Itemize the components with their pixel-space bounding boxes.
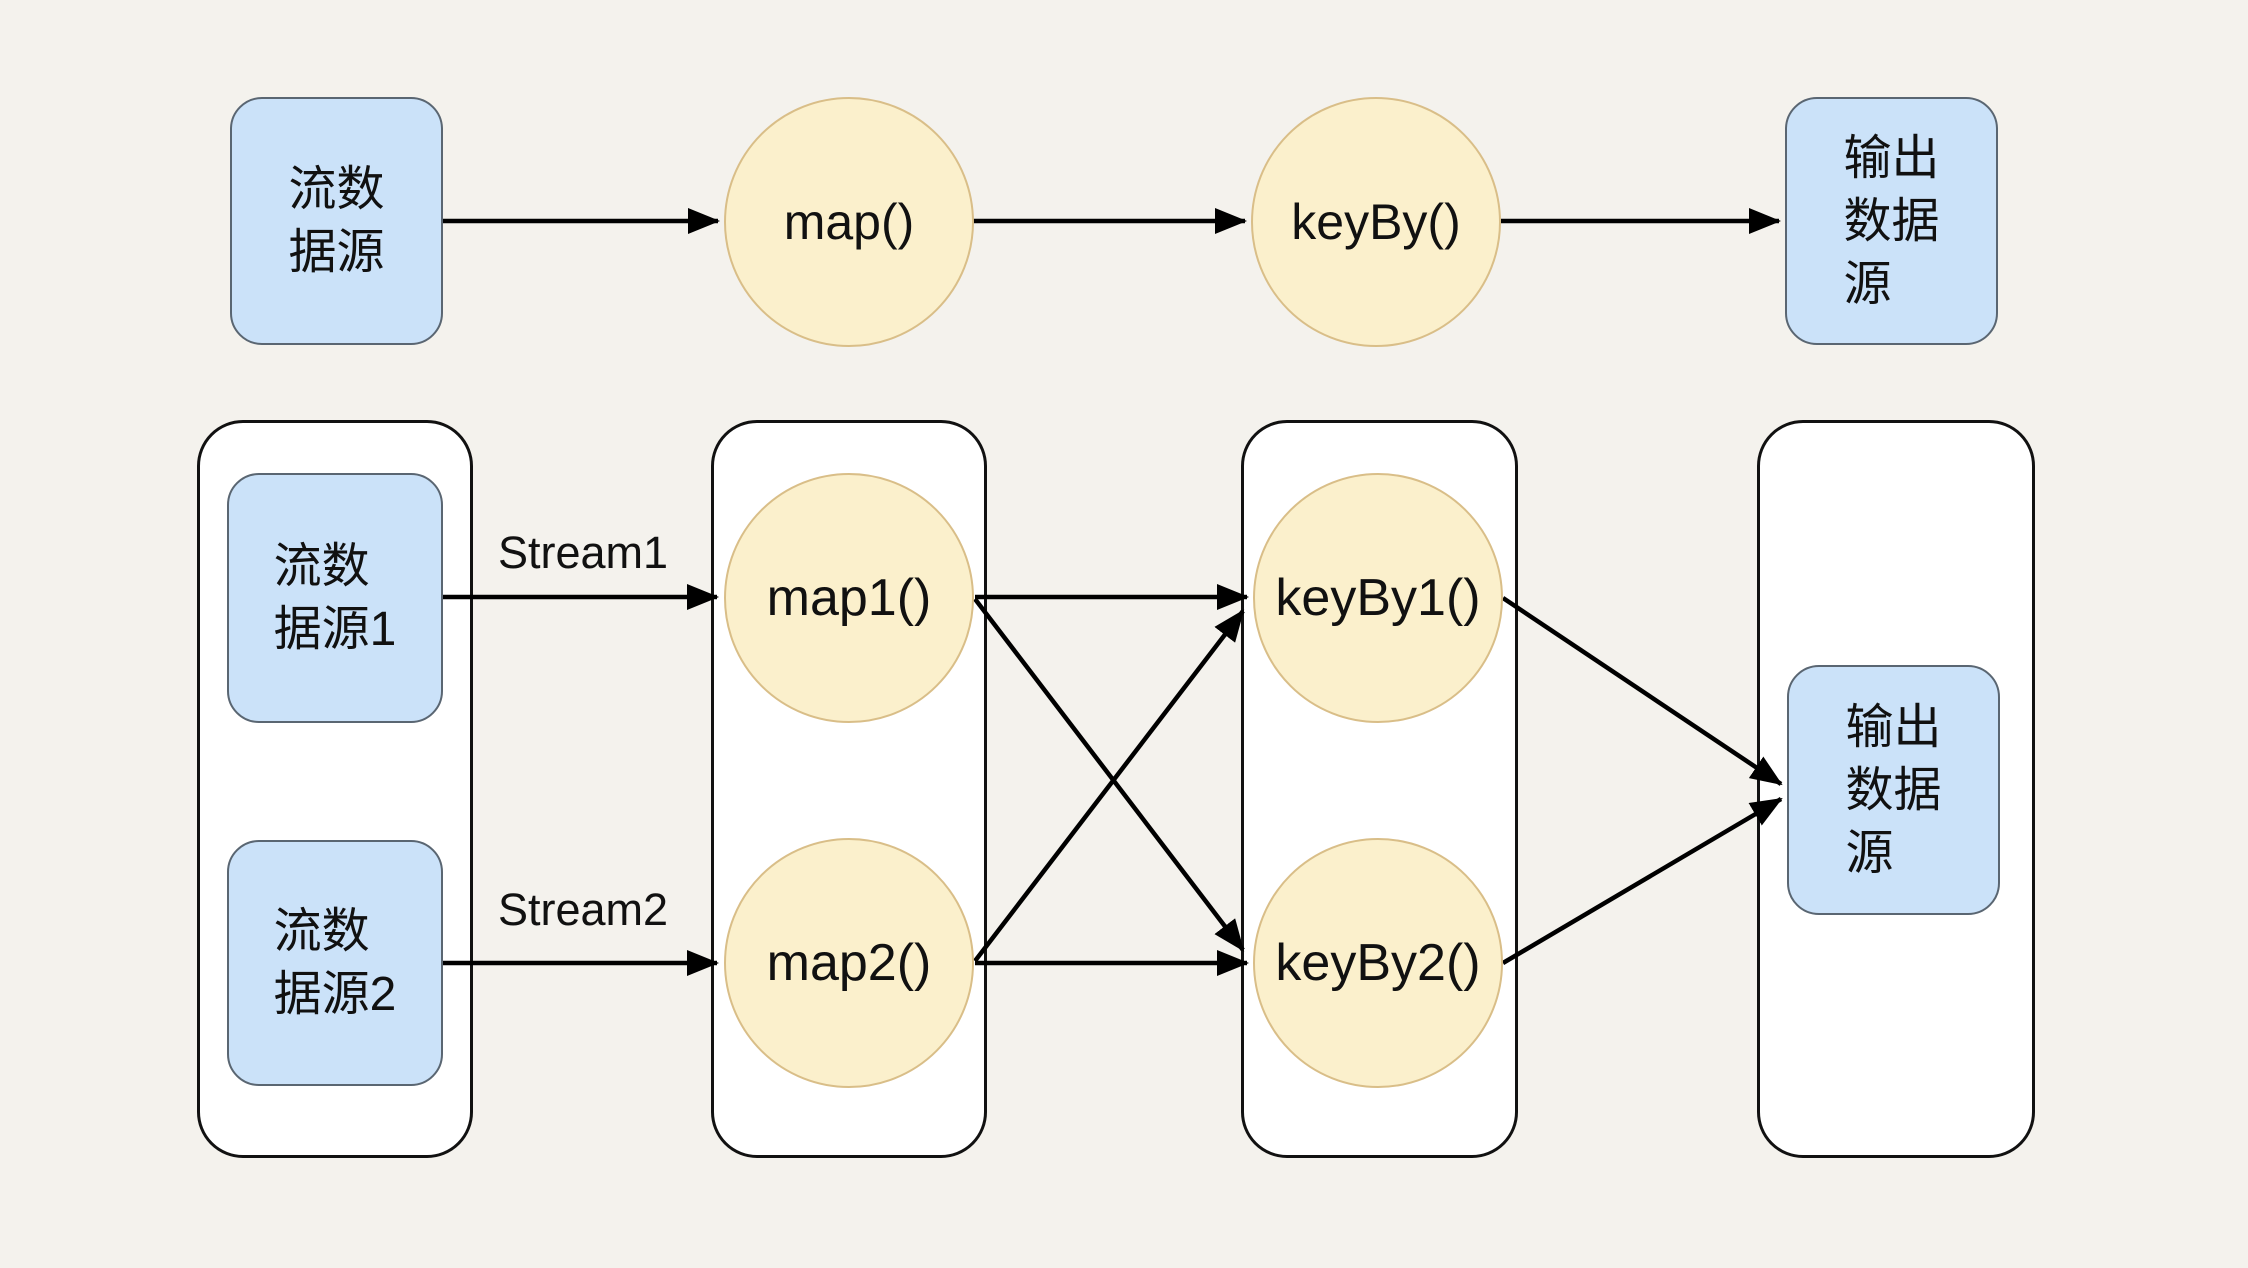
source2-label: 流数 据源2: [273, 905, 397, 1021]
bottom-sink-label: 输出 数据 源: [1845, 700, 1942, 880]
arrow-keyby1-to-sink: [1501, 596, 1783, 786]
arrow-keyby2-to-sink: [1501, 797, 1783, 965]
source2-box: 流数 据源2: [227, 840, 443, 1086]
source1-label: 流数 据源1: [273, 540, 397, 656]
stream2-label: Stream2: [498, 884, 669, 935]
bottom-sink-box: 输出 数据 源: [1787, 665, 2000, 915]
arrow-map1-to-keyby2: [973, 597, 1245, 952]
keyby2-circle: keyBy2(): [1253, 838, 1503, 1088]
keyby2-label: keyBy2(): [1275, 934, 1481, 992]
map1-circle: map1(): [724, 473, 974, 723]
top-map-circle: map(): [724, 97, 974, 347]
arrow-map2-to-keyby1: [973, 609, 1245, 963]
keyby1-circle: keyBy1(): [1253, 473, 1503, 723]
map1-label: map1(): [766, 569, 932, 627]
top-keyby-circle: keyBy(): [1251, 97, 1501, 347]
keyby1-label: keyBy1(): [1275, 569, 1481, 627]
top-keyby-label: keyBy(): [1291, 194, 1461, 250]
top-source-label: 流数 据源: [288, 163, 385, 279]
top-sink-label: 输出 数据 源: [1843, 131, 1940, 311]
top-source-box: 流数 据源: [230, 97, 443, 345]
map2-circle: map2(): [724, 838, 974, 1088]
source1-box: 流数 据源1: [227, 473, 443, 723]
map2-label: map2(): [766, 934, 932, 992]
top-map-label: map(): [783, 194, 915, 250]
stream1-label: Stream1: [498, 527, 669, 578]
top-sink-box: 输出 数据 源: [1785, 97, 1998, 345]
